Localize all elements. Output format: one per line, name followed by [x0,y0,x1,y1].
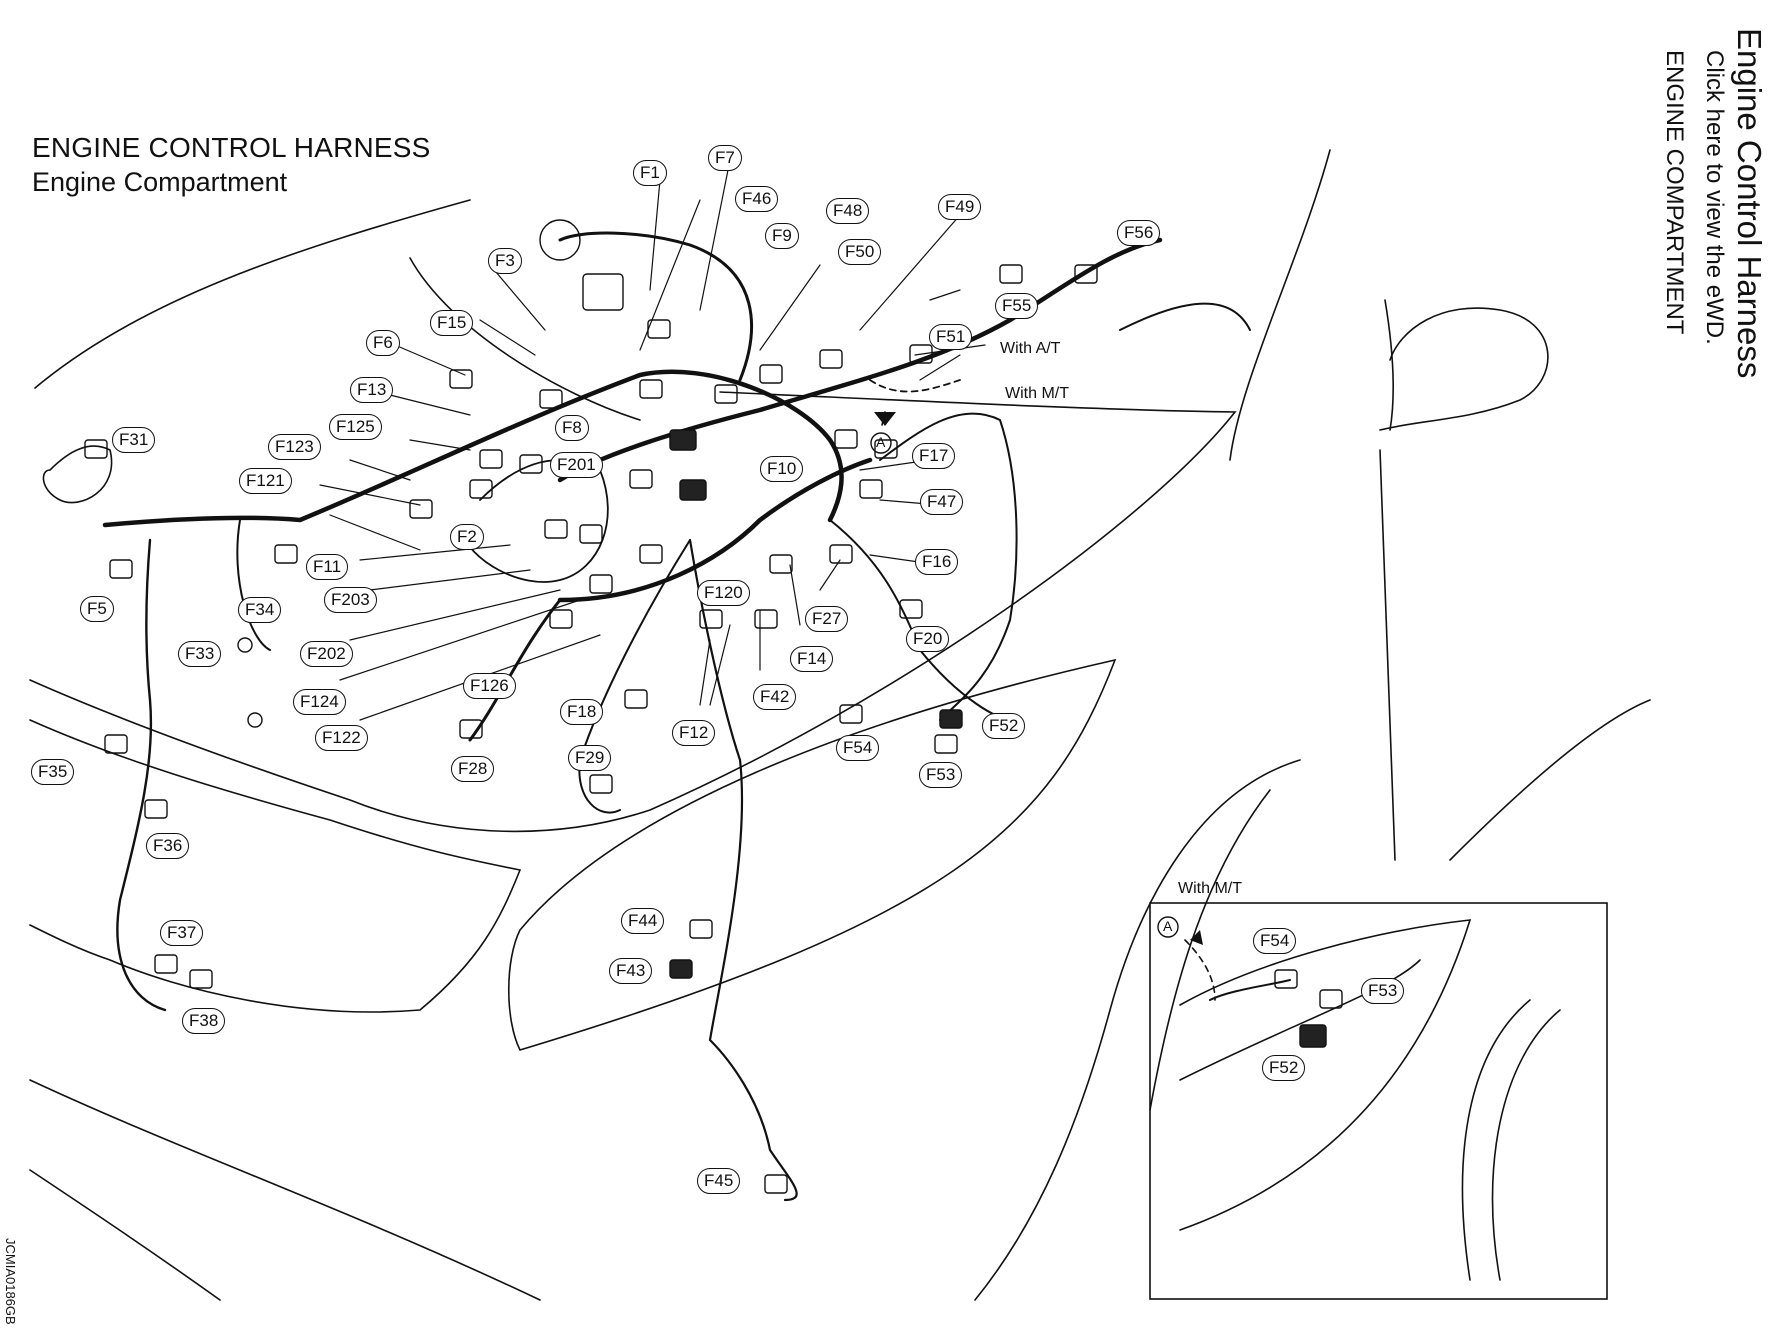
inset-connector-f52[interactable]: F52 [1262,1055,1306,1081]
connector-f1[interactable]: F1 [633,160,667,186]
connector-f47[interactable]: F47 [920,489,964,515]
connector-f20[interactable]: F20 [906,626,950,652]
connector-f13[interactable]: F13 [350,377,394,403]
inset-connector-f53[interactable]: F53 [1361,978,1405,1004]
diagram-subtitle: Engine Compartment [32,167,288,197]
connector-f44[interactable]: F44 [621,908,665,934]
connector-f3[interactable]: F3 [488,248,522,274]
note-with-mt: With M/T [1005,385,1069,402]
connector-f38[interactable]: F38 [182,1008,226,1034]
connector-f53[interactable]: F53 [919,762,963,788]
connector-f46[interactable]: F46 [735,186,779,212]
connector-f18[interactable]: F18 [560,699,604,725]
side-section-label: ENGINE COMPARTMENT [1661,50,1688,335]
connector-f42[interactable]: F42 [753,684,797,710]
connector-f29[interactable]: F29 [568,745,612,771]
marker-a: A [876,434,886,450]
connector-f56[interactable]: F56 [1117,220,1161,246]
connector-f54[interactable]: F54 [836,735,880,761]
connector-f5[interactable]: F5 [80,596,114,622]
connector-f48[interactable]: F48 [826,198,870,224]
connector-f122[interactable]: F122 [315,725,368,751]
connector-f35[interactable]: F35 [31,759,75,785]
side-title: Engine Control Harness [1731,28,1768,379]
inset-connector-f54[interactable]: F54 [1253,928,1297,954]
connector-f6[interactable]: F6 [366,330,400,356]
connector-f7[interactable]: F7 [708,145,742,171]
connector-f124[interactable]: F124 [293,689,346,715]
inset-marker-a: A [1163,918,1173,934]
connector-f8[interactable]: F8 [555,415,589,441]
connector-f2[interactable]: F2 [450,524,484,550]
connector-f121[interactable]: F121 [239,468,292,494]
connector-f52[interactable]: F52 [982,713,1026,739]
connector-f31[interactable]: F31 [112,427,156,453]
connector-f37[interactable]: F37 [160,920,204,946]
connector-f11[interactable]: F11 [306,554,349,580]
connector-f14[interactable]: F14 [790,646,834,672]
connector-f43[interactable]: F43 [609,958,653,984]
connector-f55[interactable]: F55 [995,293,1039,319]
note-with-at: With A/T [1000,340,1061,357]
connector-f36[interactable]: F36 [146,833,190,859]
connector-f34[interactable]: F34 [238,597,282,623]
connector-f15[interactable]: F15 [430,310,474,336]
connector-f16[interactable]: F16 [915,549,959,575]
connector-f126[interactable]: F126 [463,673,516,699]
connector-f120[interactable]: F120 [697,580,750,606]
connector-f202[interactable]: F202 [300,641,353,667]
connector-f201[interactable]: F201 [550,452,603,478]
connector-f12[interactable]: F12 [672,720,716,746]
connector-f27[interactable]: F27 [805,606,849,632]
connector-f125[interactable]: F125 [329,414,382,440]
connector-f51[interactable]: F51 [929,324,973,350]
connector-f123[interactable]: F123 [268,434,321,460]
connector-f45[interactable]: F45 [697,1168,741,1194]
connector-f28[interactable]: F28 [451,756,495,782]
connector-f50[interactable]: F50 [838,239,882,265]
document-id: JCMIA0186GB [3,1238,18,1325]
connector-f10[interactable]: F10 [760,456,804,482]
connector-f17[interactable]: F17 [912,443,956,469]
ewd-link[interactable]: Click here to view the eWD. [1701,50,1728,345]
diagram-title: ENGINE CONTROL HARNESS [32,132,431,163]
connector-f33[interactable]: F33 [178,641,222,667]
connector-f203[interactable]: F203 [324,587,377,613]
connector-f49[interactable]: F49 [938,194,982,220]
connector-f9[interactable]: F9 [765,223,799,249]
inset-title: With M/T [1178,880,1242,897]
